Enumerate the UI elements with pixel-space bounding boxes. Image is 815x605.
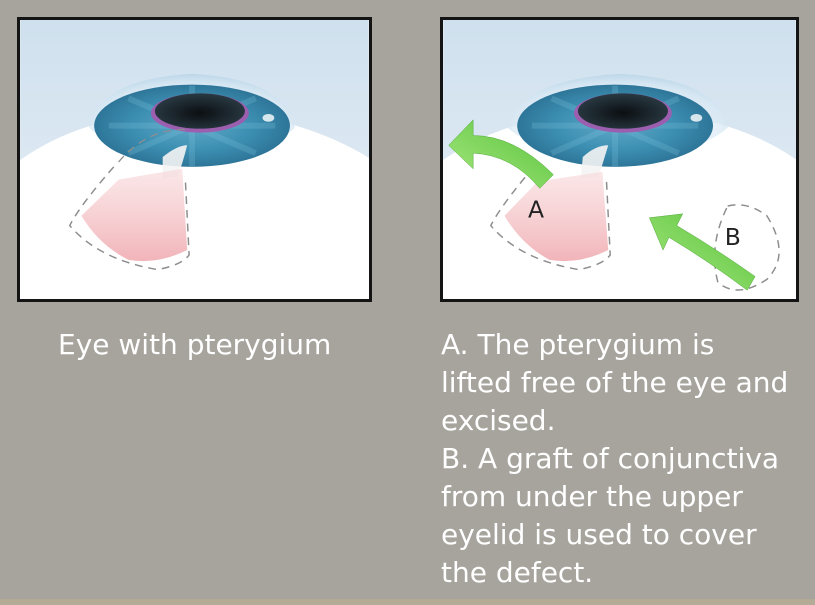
pterygium-tissue (504, 171, 609, 262)
pterygium-head (162, 145, 188, 179)
caption-line: lifted free of the eye and (441, 366, 789, 399)
arrow-b (649, 213, 756, 291)
caption-eye-with-pterygium: Eye with pterygium (58, 328, 332, 361)
light-reflection (690, 113, 703, 122)
pupil (154, 93, 245, 129)
bottom-strip (0, 599, 815, 605)
sclera (20, 110, 369, 299)
caption-line: A. The pterygium is (441, 328, 715, 361)
marker-b: B (725, 223, 741, 251)
limbus-outline (118, 128, 188, 163)
arrow-a (448, 119, 554, 189)
light-reflection (262, 113, 275, 122)
graft-illustration: A B (443, 20, 796, 299)
caption-line: eyelid is used to cover (441, 518, 757, 551)
marker-a: A (528, 196, 544, 224)
caption-line: from under the upper (441, 480, 743, 513)
pterygium-head (580, 145, 609, 179)
caption-line: excised. (441, 404, 556, 437)
graft-site-outline (713, 204, 780, 291)
eye-illustration (20, 20, 369, 299)
pupil (577, 93, 668, 129)
excision-outline (68, 166, 190, 271)
excision-outline (489, 166, 611, 271)
panel-eye-with-pterygium (17, 17, 372, 302)
pterygium-tissue (81, 168, 188, 262)
caption-line: B. A graft of conjunctiva (441, 442, 780, 475)
panel-graft-procedure: A B (440, 17, 799, 302)
caption-graft-procedure: A. The pterygium is lifted free of the e… (441, 326, 811, 592)
caption-line: the defect. (441, 556, 594, 589)
